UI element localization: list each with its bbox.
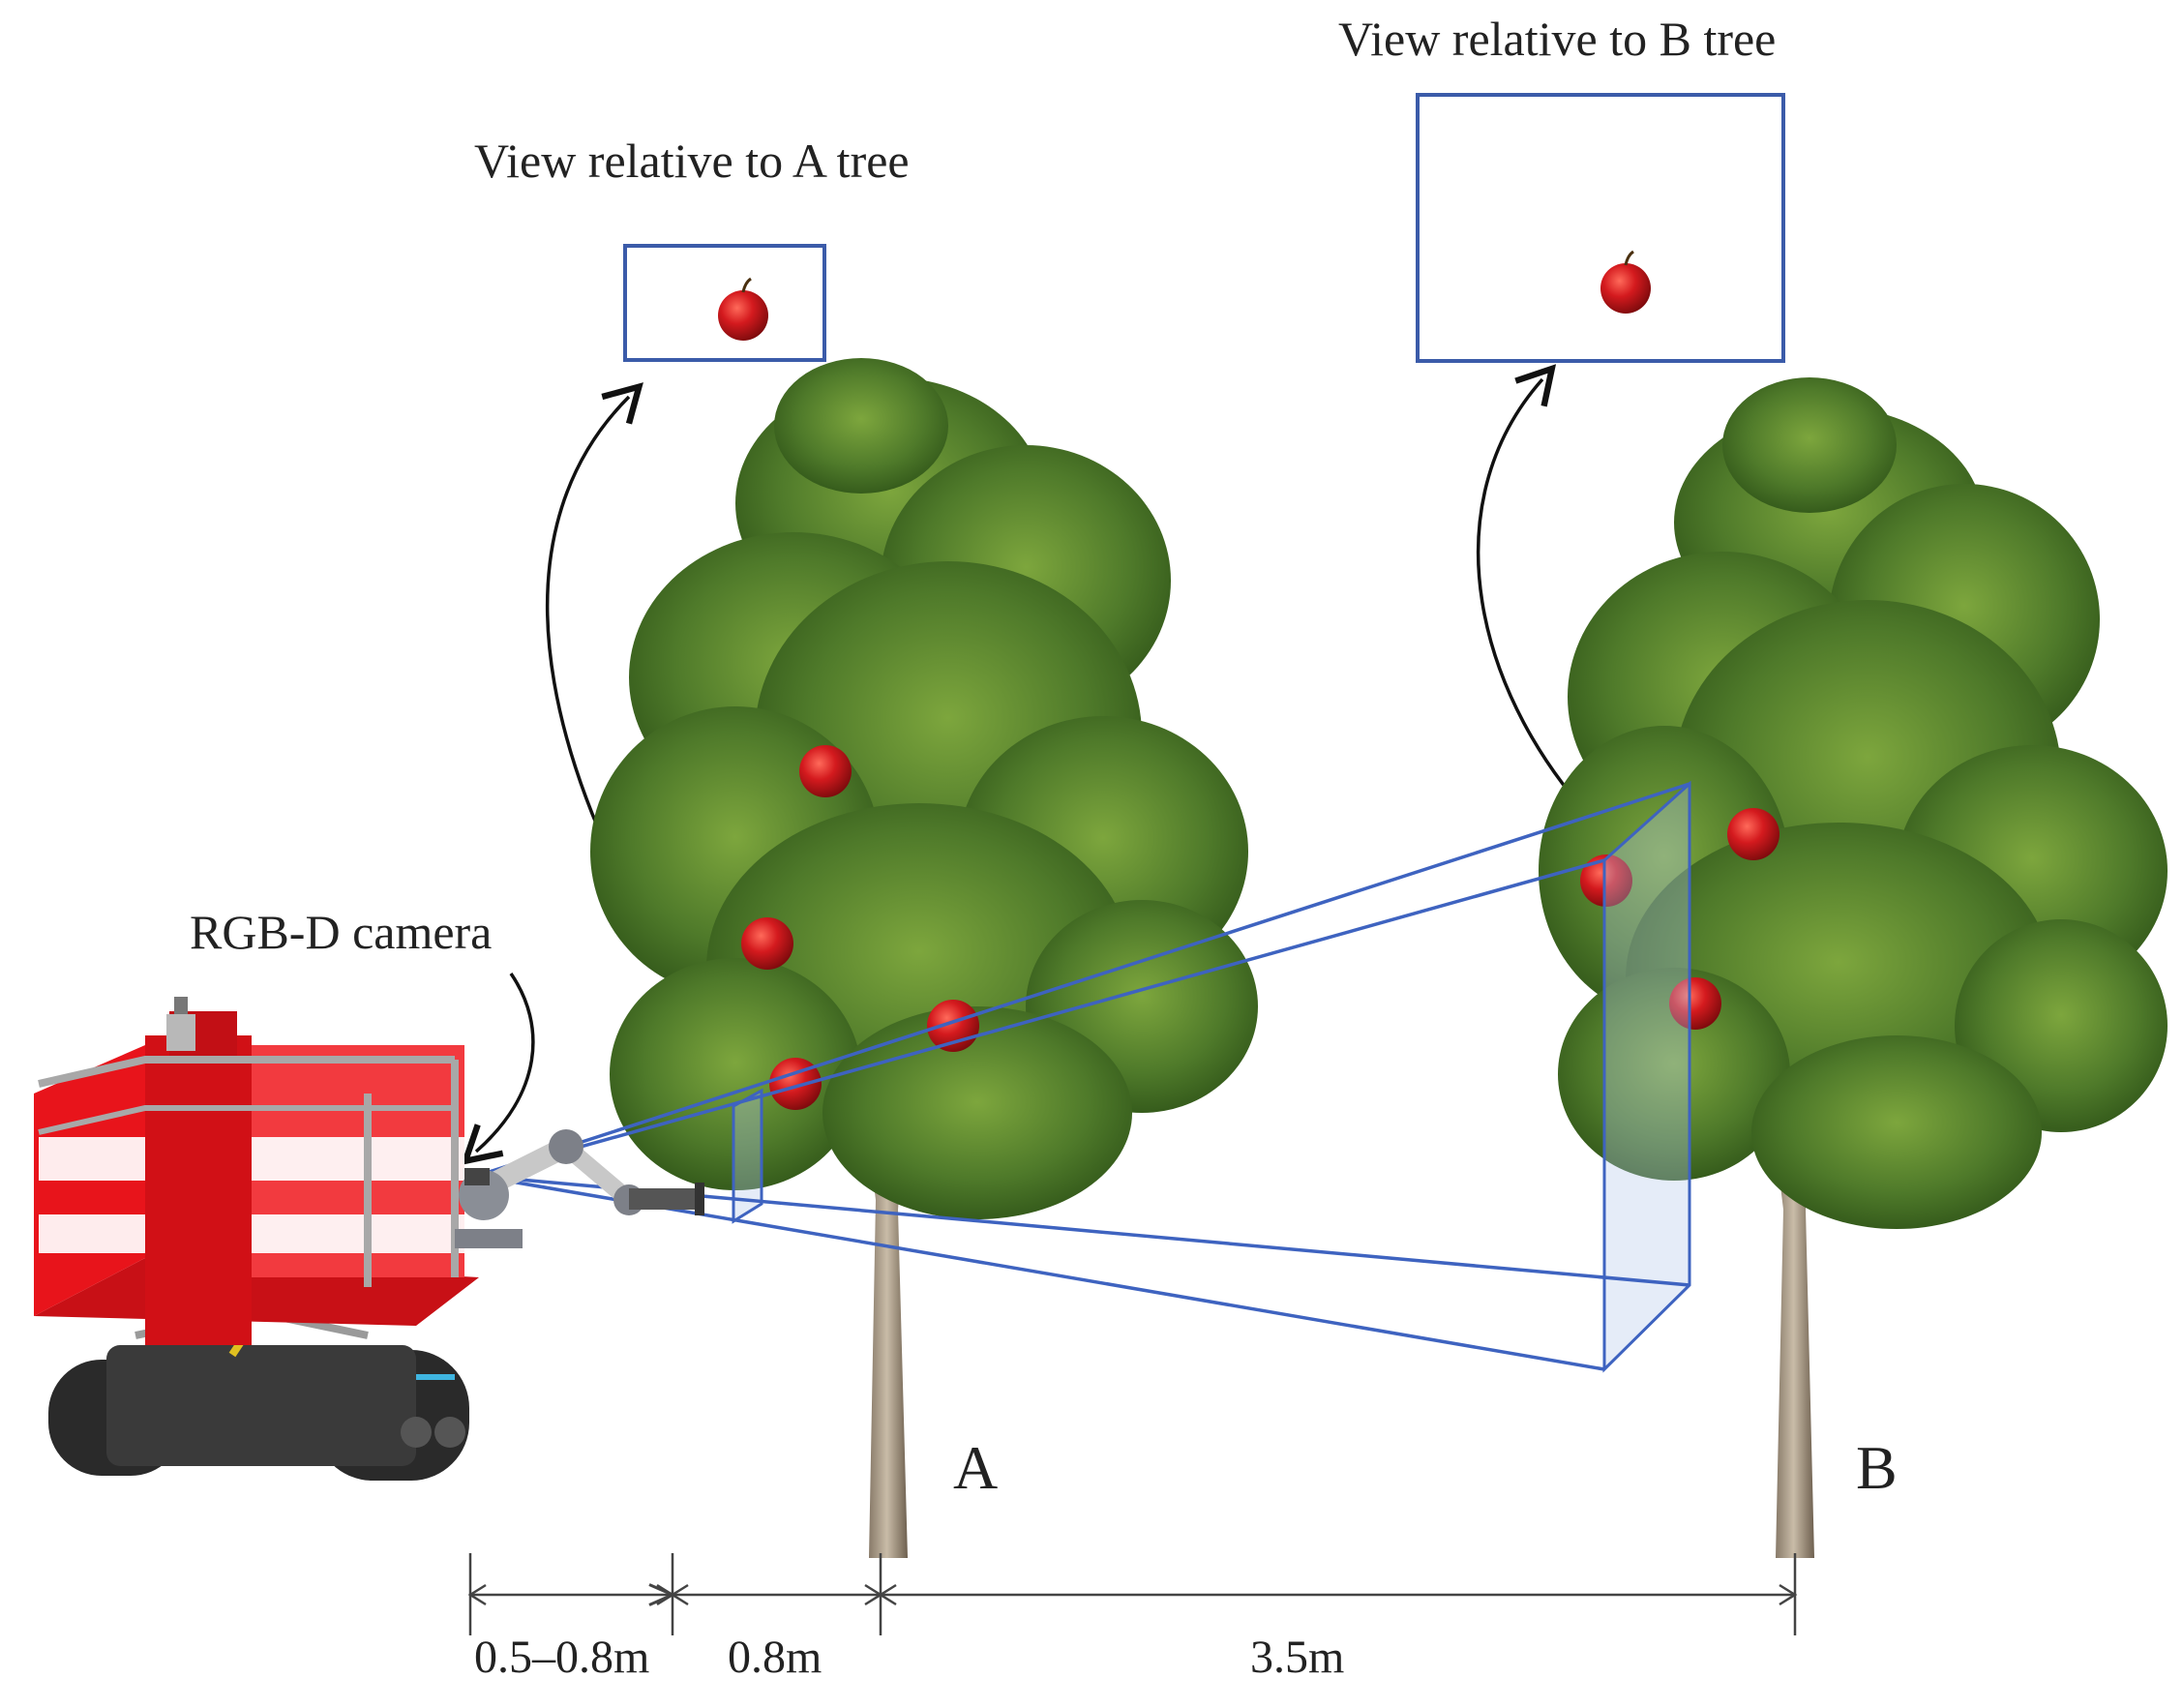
view-b-panel: View relative to B tree — [1338, 12, 1785, 363]
view-a-title: View relative to A tree — [474, 134, 910, 188]
rgbd-camera-icon — [464, 1168, 490, 1185]
tree-a-label: A — [953, 1433, 998, 1502]
tree-b-apples — [1580, 808, 1779, 1030]
tree-b-canopy — [1539, 377, 2168, 1229]
dim-a-to-b-label: 3.5m — [1250, 1632, 1344, 1683]
arrow-to-view-b — [1477, 364, 1608, 836]
apple-icon — [1580, 854, 1632, 907]
robot-platform — [34, 997, 479, 1345]
arrow-to-camera — [461, 973, 535, 1165]
apple-icon — [799, 745, 852, 797]
view-b-apple-icon — [1600, 250, 1651, 314]
view-b-frame — [1416, 93, 1785, 363]
view-a-apple-icon — [718, 277, 768, 341]
fov-near-plane — [732, 1088, 763, 1224]
distance-dimensions: 0.5–0.8m 0.8m 3.5m — [467, 1553, 1798, 1683]
tree-a-canopy — [590, 358, 1258, 1219]
camera-field-of-view — [476, 780, 1691, 1373]
view-b-title: View relative to B tree — [1338, 12, 1776, 66]
apple-icon — [1727, 808, 1779, 860]
camera-label: RGB-D camera — [190, 905, 492, 959]
dim-camera-to-near-label: 0.5–0.8m — [474, 1632, 649, 1683]
apple-icon — [741, 917, 793, 970]
tree-a-apples — [741, 745, 979, 1110]
tree-a: A — [590, 358, 1258, 1558]
fov-ray-top-right — [476, 782, 1690, 1178]
fov-ray-top-left — [476, 858, 1605, 1178]
dim-near-to-a-label: 0.8m — [728, 1632, 822, 1683]
tree-b-label: B — [1856, 1433, 1898, 1502]
robot-tracks — [48, 1345, 469, 1481]
tree-b: B — [1539, 377, 2168, 1558]
view-a-panel: View relative to A tree — [474, 134, 910, 362]
picking-robot: RGB-D camera — [34, 905, 704, 1481]
apple-icon — [1669, 977, 1721, 1030]
apple-icon — [769, 1058, 822, 1110]
robot-arm — [455, 1129, 704, 1248]
